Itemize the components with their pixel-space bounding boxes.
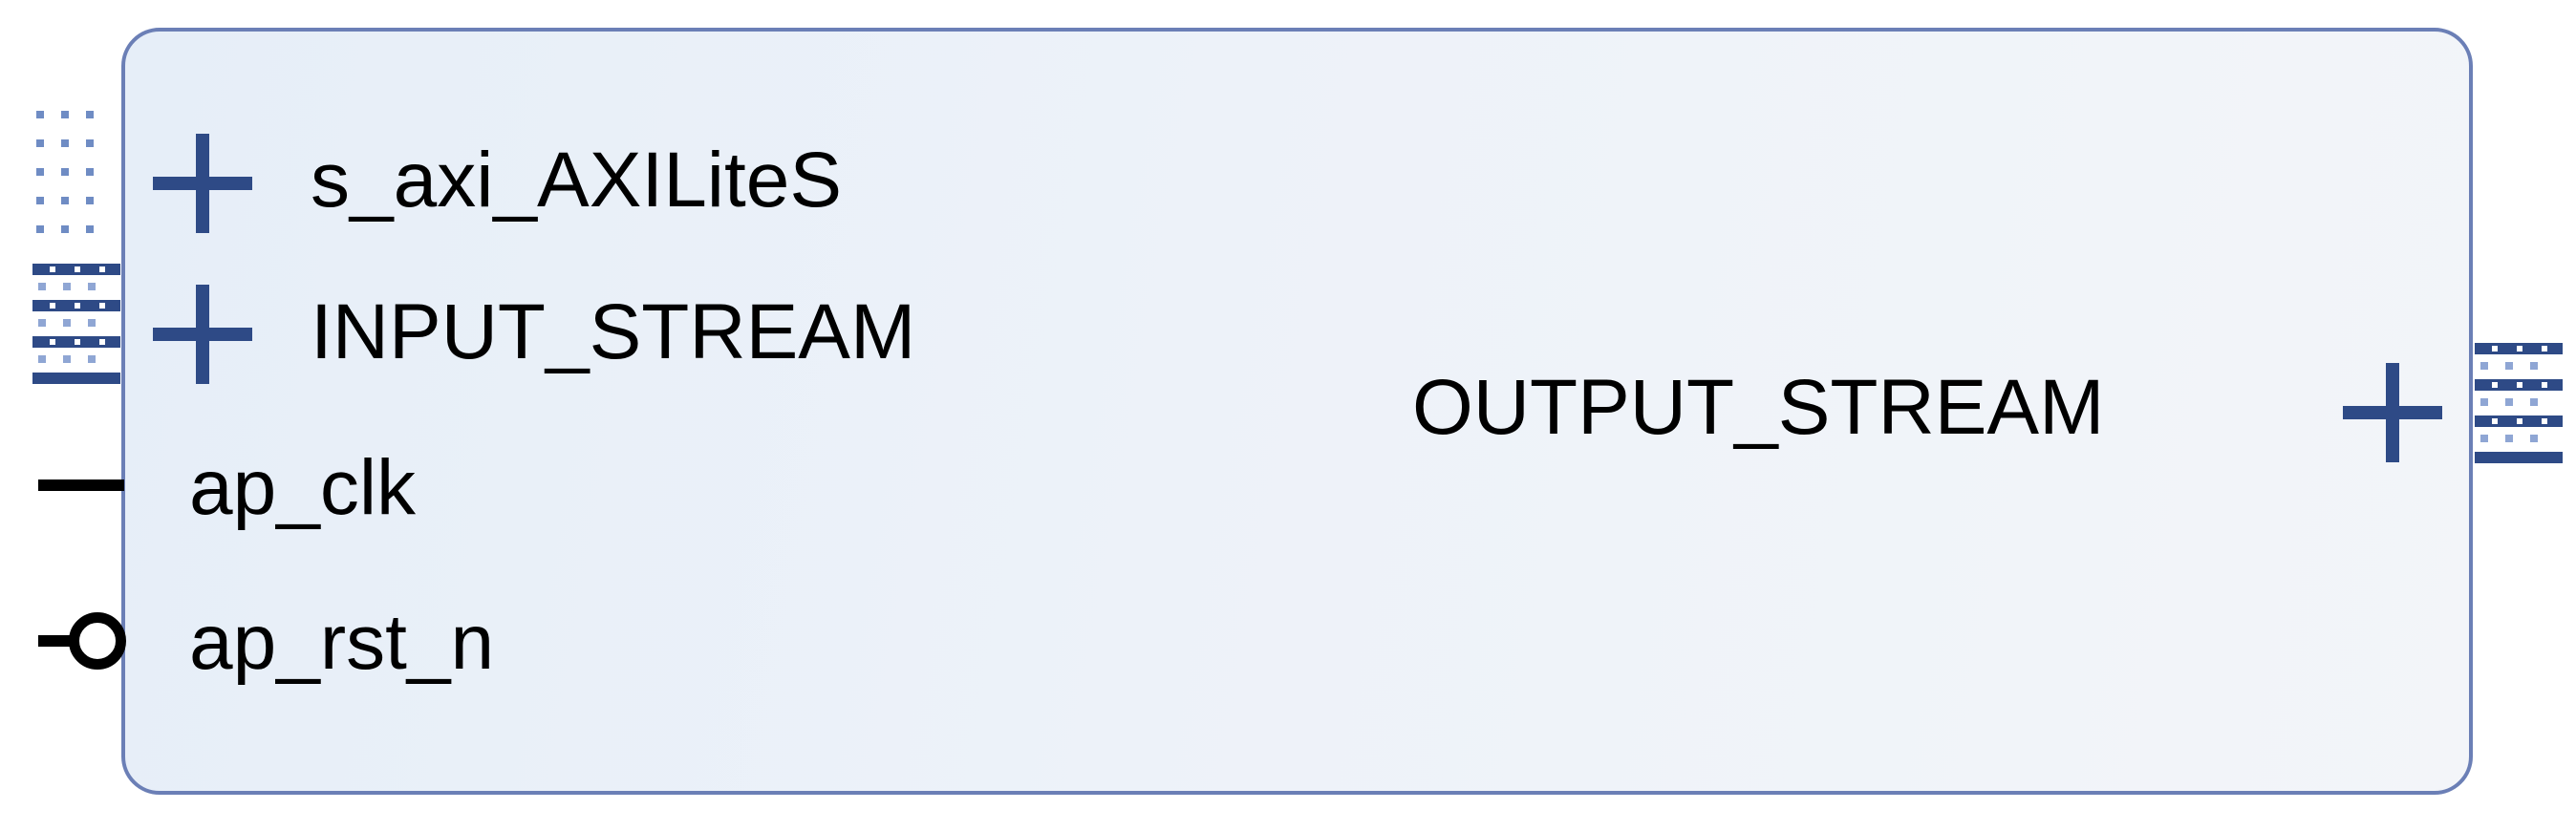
port-label-ap-rst-n: ap_rst_n <box>189 599 495 686</box>
axi-lite-bus-connector-icon[interactable] <box>32 107 124 250</box>
output-stream-bus-connector-icon[interactable] <box>2475 339 2566 482</box>
port-label-ap-clk: ap_clk <box>189 444 417 531</box>
s-axi-expand-plus-icon[interactable] <box>153 134 252 233</box>
ap-rst-n-pin-wire[interactable] <box>38 635 76 647</box>
input-stream-bus-connector-icon[interactable] <box>32 260 124 403</box>
port-label-input-stream: INPUT_STREAM <box>311 288 916 375</box>
input-stream-expand-plus-icon[interactable] <box>153 285 252 384</box>
ip-block[interactable] <box>121 28 2473 795</box>
active-low-bubble-icon <box>69 612 126 670</box>
output-stream-expand-plus-icon[interactable] <box>2343 363 2442 462</box>
port-label-s-axi: s_axi_AXILiteS <box>311 137 843 224</box>
port-label-output-stream: OUTPUT_STREAM <box>1412 364 2105 451</box>
ap-clk-pin-icon[interactable] <box>38 479 124 491</box>
